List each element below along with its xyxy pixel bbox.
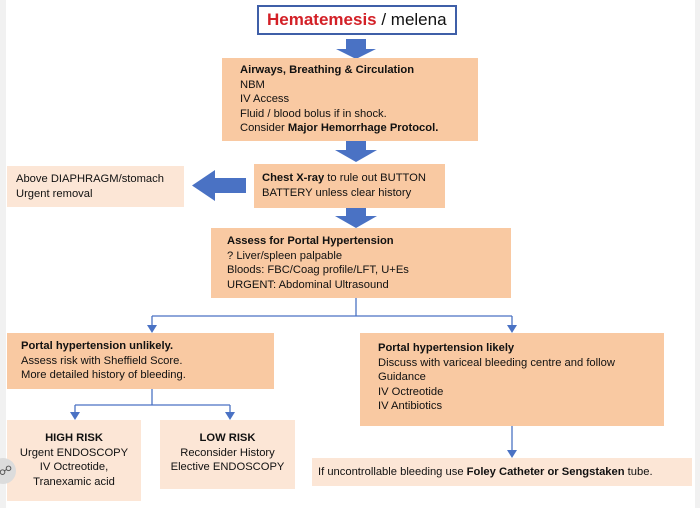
portal-line: URGENT: Abdominal Ultrasound — [227, 278, 389, 291]
link-icon[interactable]: ☍ — [0, 458, 16, 484]
above-line: Urgent removal — [16, 187, 93, 200]
abc-last-bold: Major Hemorrhage Protocol. — [287, 122, 439, 135]
xray-rest: to rule out BUTTON — [324, 172, 426, 184]
portal-line: ? Liver/spleen palpable — [227, 249, 343, 262]
foley-box: If uncontrollable bleeding use Foley Cat… — [312, 458, 692, 486]
low-risk-box: LOW RISK Reconsider History Elective END… — [160, 420, 295, 489]
title-box: Hematemesis / melena — [257, 5, 457, 35]
unlikely-heading: Portal hypertension unlikely. — [21, 340, 174, 352]
high-line: IV Octreotide, — [39, 461, 109, 474]
block-arrow-left — [192, 170, 246, 201]
abc-last-prefix: Consider — [240, 122, 288, 135]
portal-unlikely-box: Portal hypertension unlikely. Assess ris… — [7, 333, 274, 389]
title-rest: / melena — [376, 10, 447, 29]
foley-bold: Foley Catheter or Sengstaken — [466, 466, 625, 478]
likely-heading: Portal hypertension likely — [378, 342, 515, 354]
high-risk-box: HIGH RISK Urgent ENDOSCOPY IV Octreotide… — [7, 420, 141, 501]
likely-line: Guidance — [378, 371, 426, 384]
high-heading: HIGH RISK — [45, 432, 103, 444]
block-arrow-down-1 — [336, 39, 376, 59]
likely-line: IV Octreotide — [378, 385, 444, 398]
left-edge — [0, 0, 6, 508]
above-diaphragm-box: Above DIAPHRAGM/stomach Urgent removal — [7, 166, 184, 207]
arrowhead-high — [70, 412, 80, 420]
block-arrow-down-3 — [335, 208, 377, 228]
xray-bold: Chest X-ray — [262, 172, 325, 184]
portal-line: Bloods: FBC/Coag profile/LFT, U+Es — [227, 264, 409, 277]
xray-box: Chest X-ray to rule out BUTTON BATTERY u… — [254, 164, 445, 208]
likely-line: Discuss with variceal bleeding centre an… — [378, 356, 615, 369]
low-heading: LOW RISK — [199, 432, 256, 444]
portal-heading: Assess for Portal Hypertension — [227, 235, 394, 247]
low-line: Elective ENDOSCOPY — [170, 461, 285, 474]
above-line: Above DIAPHRAGM/stomach — [16, 173, 164, 185]
likely-line: IV Antibiotics — [378, 400, 443, 413]
unlikely-line: More detailed history of bleeding. — [21, 369, 186, 382]
abc-line: Fluid / blood bolus if in shock. — [240, 107, 387, 120]
arrowhead-foley — [507, 450, 517, 458]
low-line: Reconsider History — [180, 446, 275, 459]
block-arrow-down-2 — [335, 141, 377, 162]
portal-likely-box: Portal hypertension likely Discuss with … — [360, 333, 664, 426]
title-emphasis: Hematemesis — [267, 10, 377, 29]
unlikely-line: Assess risk with Sheffield Score. — [21, 354, 183, 367]
foley-prefix: If uncontrollable bleeding use — [318, 466, 467, 478]
abc-heading: Airways, Breathing & Circulation — [240, 64, 415, 76]
abc-line: IV Access — [240, 93, 290, 106]
arrowhead-low — [225, 412, 235, 420]
abc-box: Airways, Breathing & Circulation NBM IV … — [222, 58, 478, 141]
high-line: Tranexamic acid — [33, 475, 115, 488]
high-line: Urgent ENDOSCOPY — [19, 446, 129, 459]
abc-line: NBM — [240, 78, 265, 91]
arrowhead-unlikely — [147, 325, 157, 333]
foley-suffix: tube. — [624, 466, 653, 478]
xray-line2: BATTERY unless clear history — [262, 186, 412, 199]
right-edge — [695, 0, 700, 508]
portal-assess-box: Assess for Portal Hypertension ? Liver/s… — [211, 228, 511, 298]
arrowhead-likely — [507, 325, 517, 333]
